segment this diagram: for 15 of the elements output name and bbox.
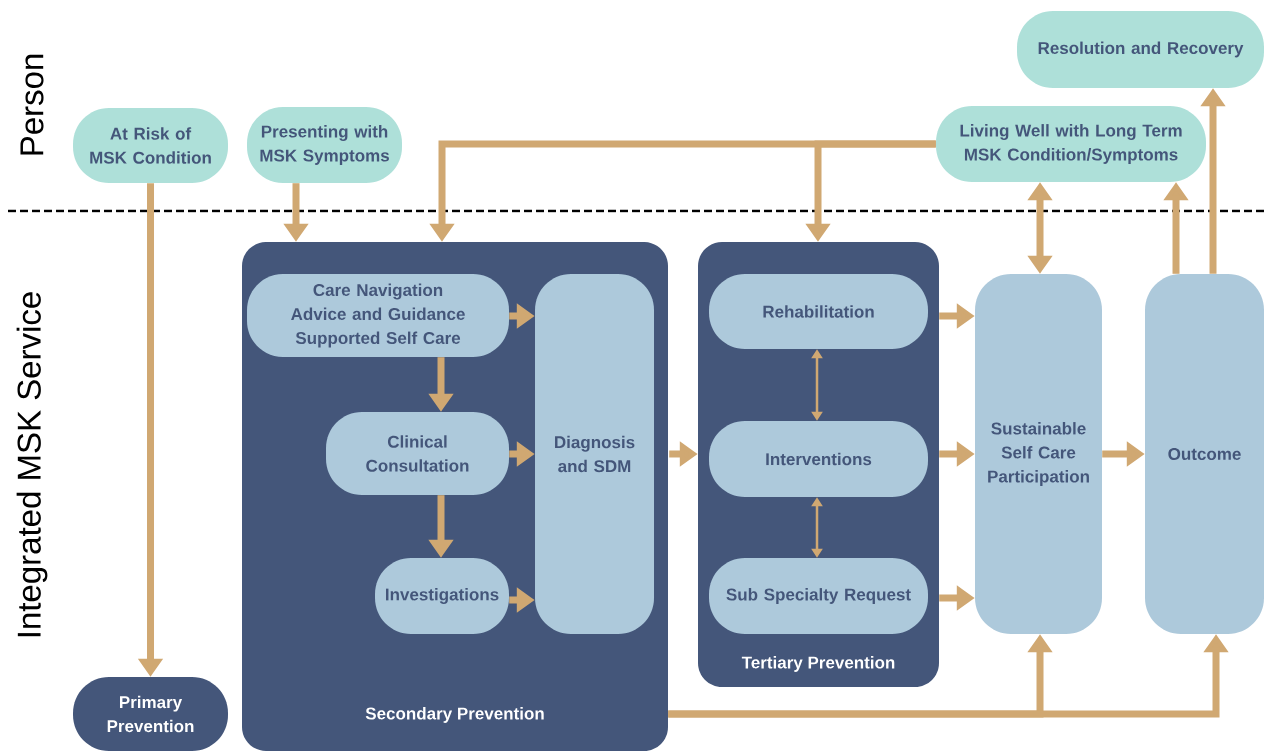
process-box: Clinical Consultation (326, 412, 509, 495)
status-box: At Risk of MSK Condition (73, 108, 228, 183)
status-box: Living Well with Long Term MSK Condition/Symptoms (936, 106, 1206, 182)
status-box: Resolution and Recovery (1017, 11, 1264, 88)
lane-label: Integrated MSK Service (16, 292, 48, 637)
process-box: Investigations (375, 558, 509, 634)
prevention-box: Primary Prevention (73, 677, 228, 751)
lane-label: Person (20, 54, 44, 155)
process-box: Interventions (709, 421, 928, 497)
process-box: Sustainable Self Care Participation (975, 274, 1102, 634)
process-box: Diagnosis and SDM (535, 274, 654, 634)
process-box: Rehabilitation (709, 274, 928, 349)
process-box: Care Navigation Advice and Guidance Supported Self Care (247, 274, 509, 357)
process-box: Outcome (1145, 274, 1264, 634)
status-box: Presenting with MSK Symptoms (247, 107, 402, 183)
